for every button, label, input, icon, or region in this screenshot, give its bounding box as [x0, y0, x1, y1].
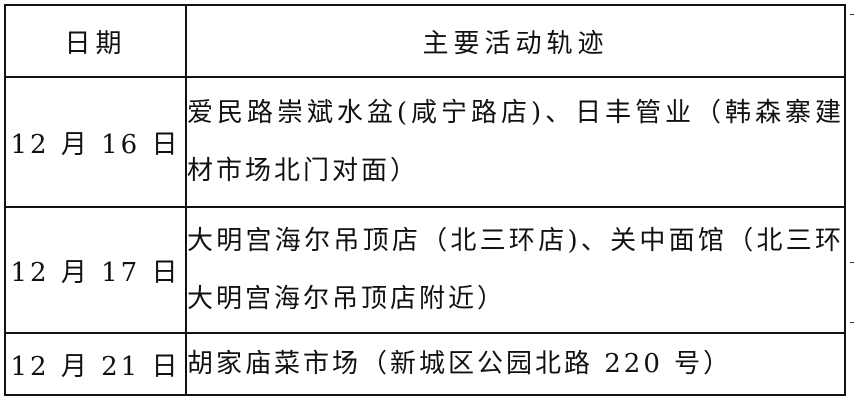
header-activity-trail: 主要活动轨迹	[185, 4, 846, 78]
header-date: 日期	[4, 4, 187, 78]
row-date: 12 月 21 日	[4, 332, 187, 396]
edge-tick-mark	[850, 262, 854, 263]
row-activity-trail: 爱民路崇斌水盆(咸宁路店)、日丰管业（韩森寨建材市场北门对面）	[185, 76, 846, 208]
row-activity-trail: 大明宫海尔吊顶店（北三环店)、关中面馆（北三环大明宫海尔吊顶店附近）	[185, 206, 846, 334]
edge-tick-mark	[850, 322, 854, 323]
table-row: 12 月 17 日 大明宫海尔吊顶店（北三环店)、关中面馆（北三环大明宫海尔吊顶…	[4, 206, 846, 334]
row-activity-trail: 胡家庙菜市场（新城区公园北路 220 号）	[185, 332, 846, 396]
table-row: 12 月 21 日 胡家庙菜市场（新城区公园北路 220 号）	[4, 332, 846, 396]
table-row: 12 月 16 日 爱民路崇斌水盆(咸宁路店)、日丰管业（韩森寨建材市场北门对面…	[4, 76, 846, 208]
activity-trail-table: 日期 主要活动轨迹 12 月 16 日 爱民路崇斌水盆(咸宁路店)、日丰管业（韩…	[4, 4, 846, 396]
edge-tick-mark	[850, 14, 854, 15]
row-date: 12 月 16 日	[4, 76, 187, 208]
table-header-row: 日期 主要活动轨迹	[4, 4, 846, 78]
row-date: 12 月 17 日	[4, 206, 187, 334]
